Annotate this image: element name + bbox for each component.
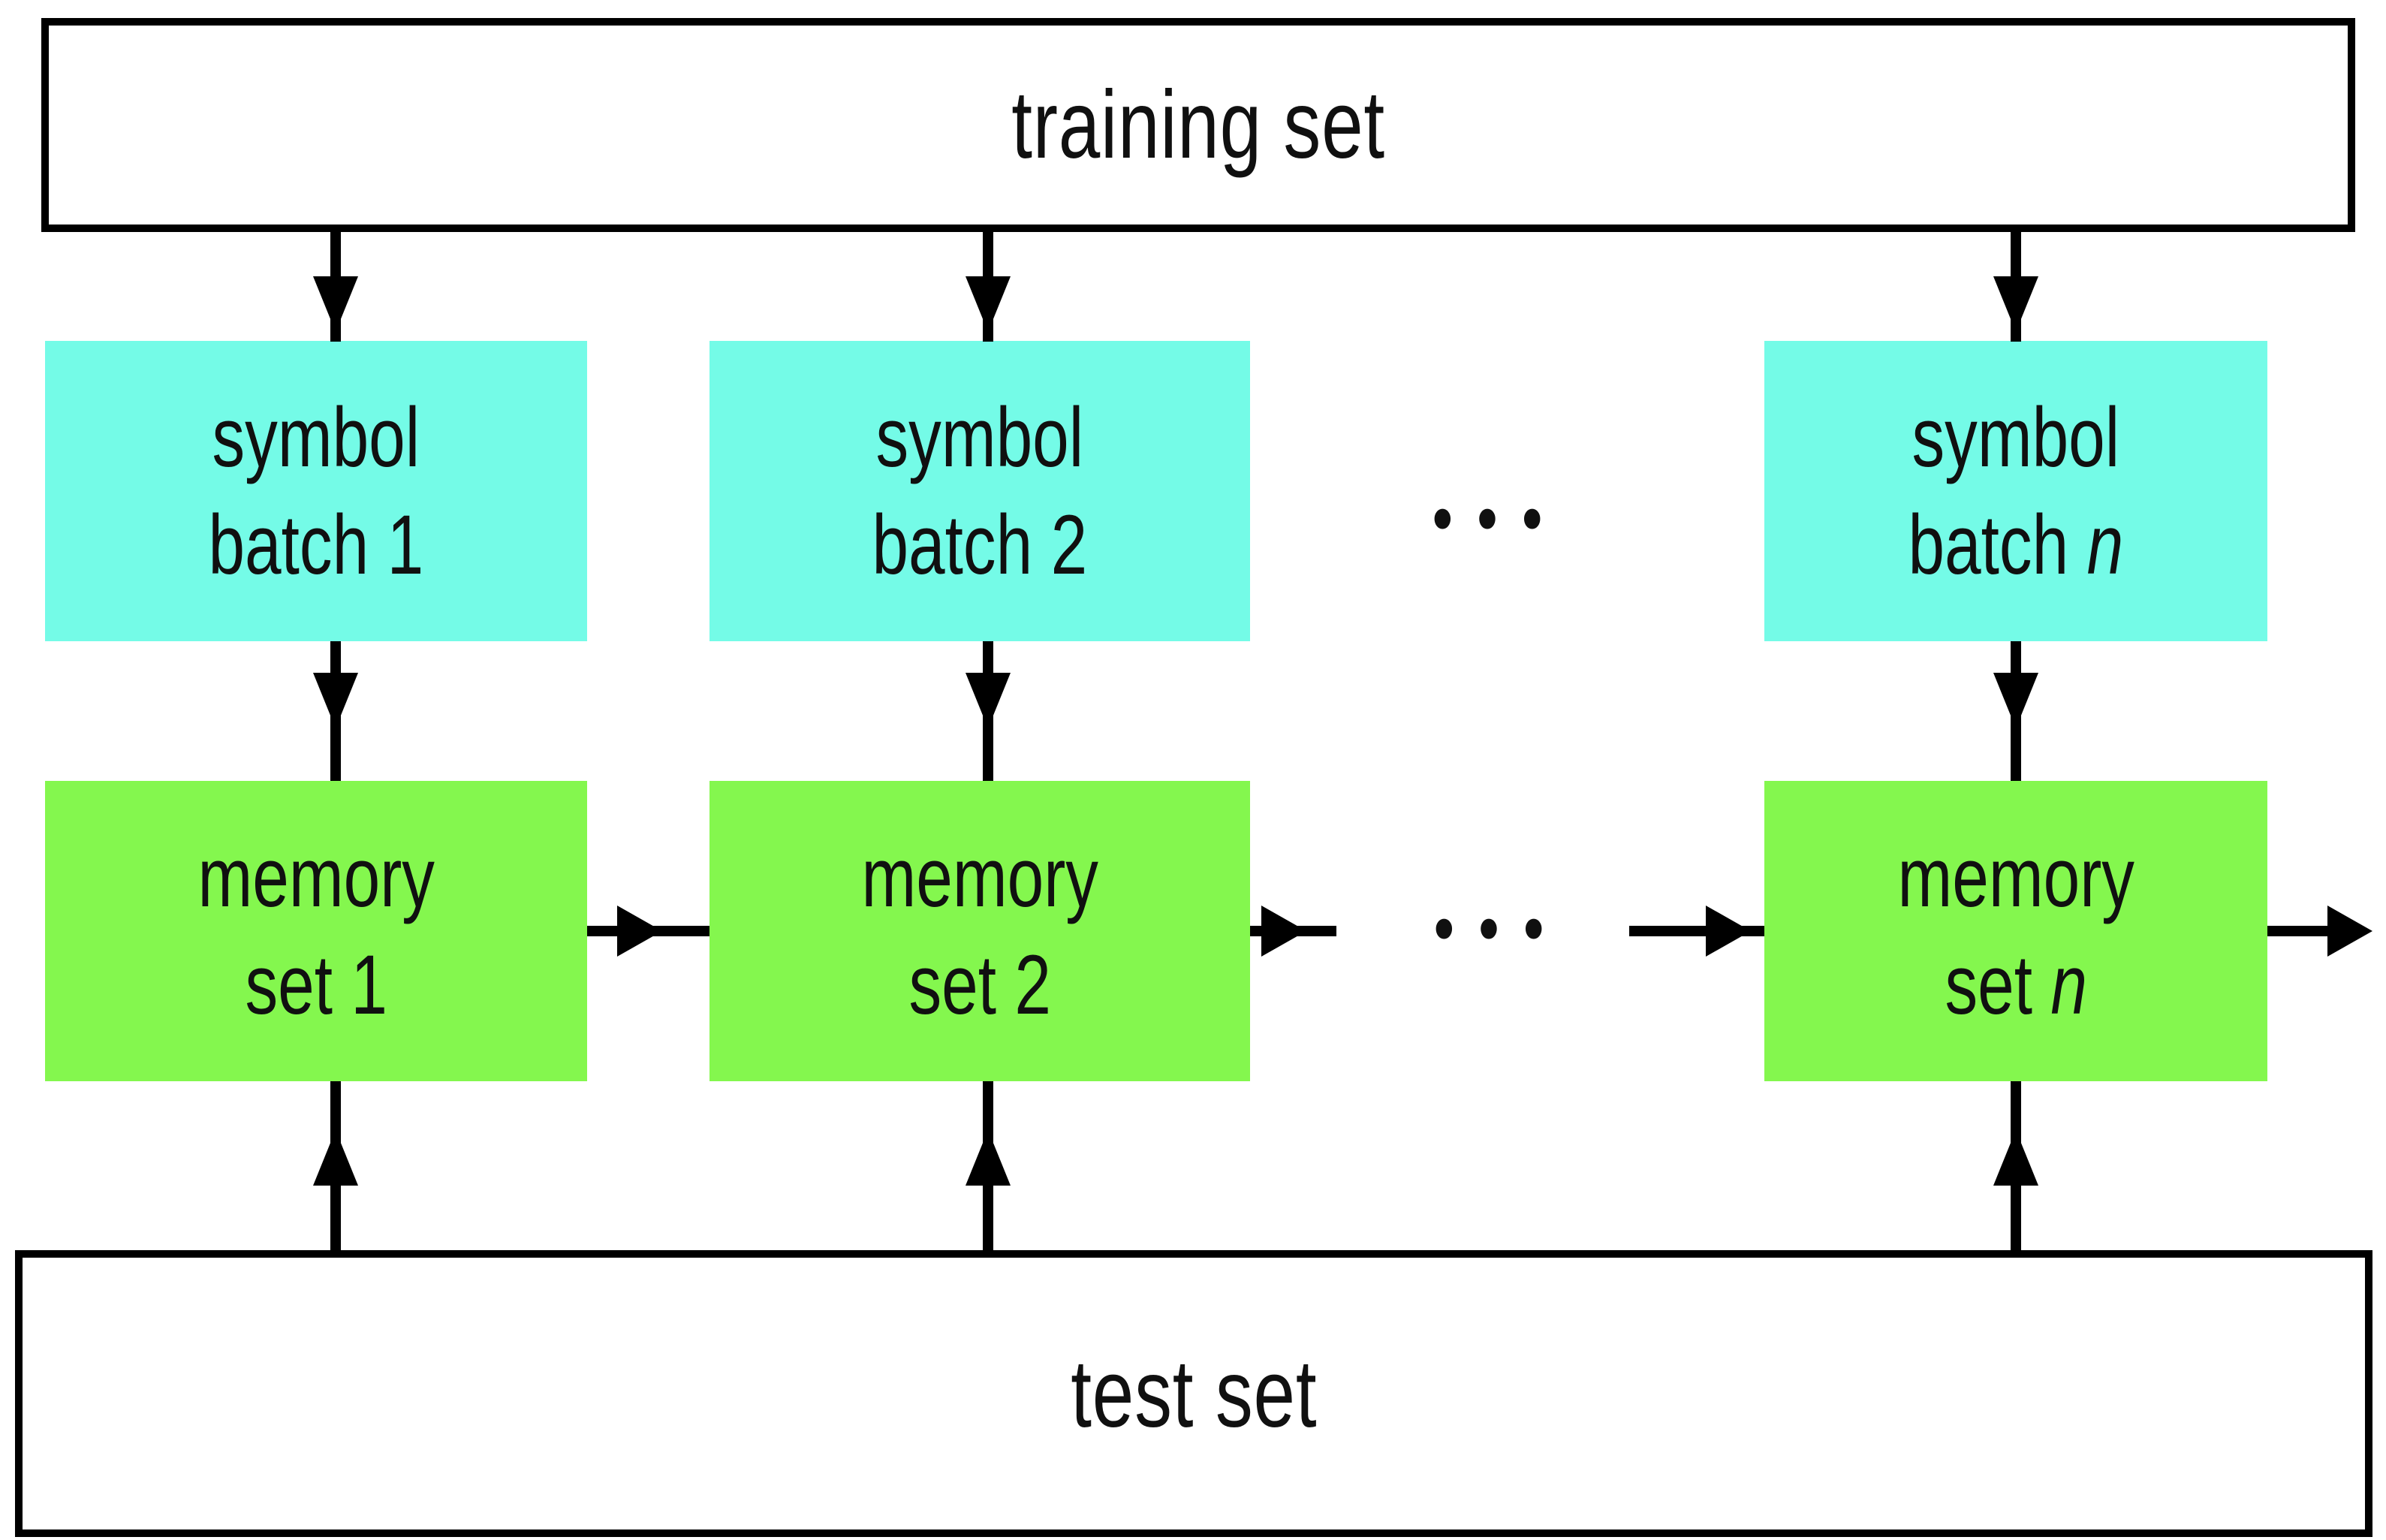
- test-set-label: test set: [1070, 1340, 1318, 1448]
- ellipsis-symbol-row: •••: [1426, 481, 1561, 562]
- arrowhead-up-icon: [966, 1130, 1011, 1186]
- arrowhead-up-icon: [1993, 1130, 2038, 1186]
- batch-index-2: 2: [1050, 498, 1088, 592]
- training-set-box: training set: [41, 18, 2355, 232]
- arrowhead-down-icon: [966, 276, 1011, 332]
- batch-index-1: 1: [387, 498, 424, 592]
- arrowhead-down-icon: [313, 276, 358, 332]
- arrowhead-right-icon: [1706, 906, 1751, 957]
- arrowhead-right-icon: [1261, 906, 1306, 957]
- batch-index-n: n: [2086, 498, 2124, 592]
- arrowhead-down-icon: [1993, 276, 2038, 332]
- set-index-1: 1: [351, 938, 387, 1032]
- arrowhead-down-icon: [313, 673, 358, 728]
- set-index-n: n: [2050, 938, 2087, 1032]
- set-index-2: 2: [1014, 938, 1051, 1032]
- arrowhead-right-icon: [617, 906, 662, 957]
- arrowhead-up-icon: [313, 1130, 358, 1186]
- connector-memory-n-out: [2267, 926, 2339, 936]
- training-set-label: training set: [1011, 71, 1385, 179]
- arrowhead-down-icon: [1993, 673, 2038, 728]
- arrowhead-down-icon: [966, 673, 1011, 728]
- ellipsis-memory-row: •••: [1427, 891, 1562, 972]
- test-set-box: test set: [15, 1250, 2372, 1537]
- arrowhead-right-icon: [2327, 906, 2372, 957]
